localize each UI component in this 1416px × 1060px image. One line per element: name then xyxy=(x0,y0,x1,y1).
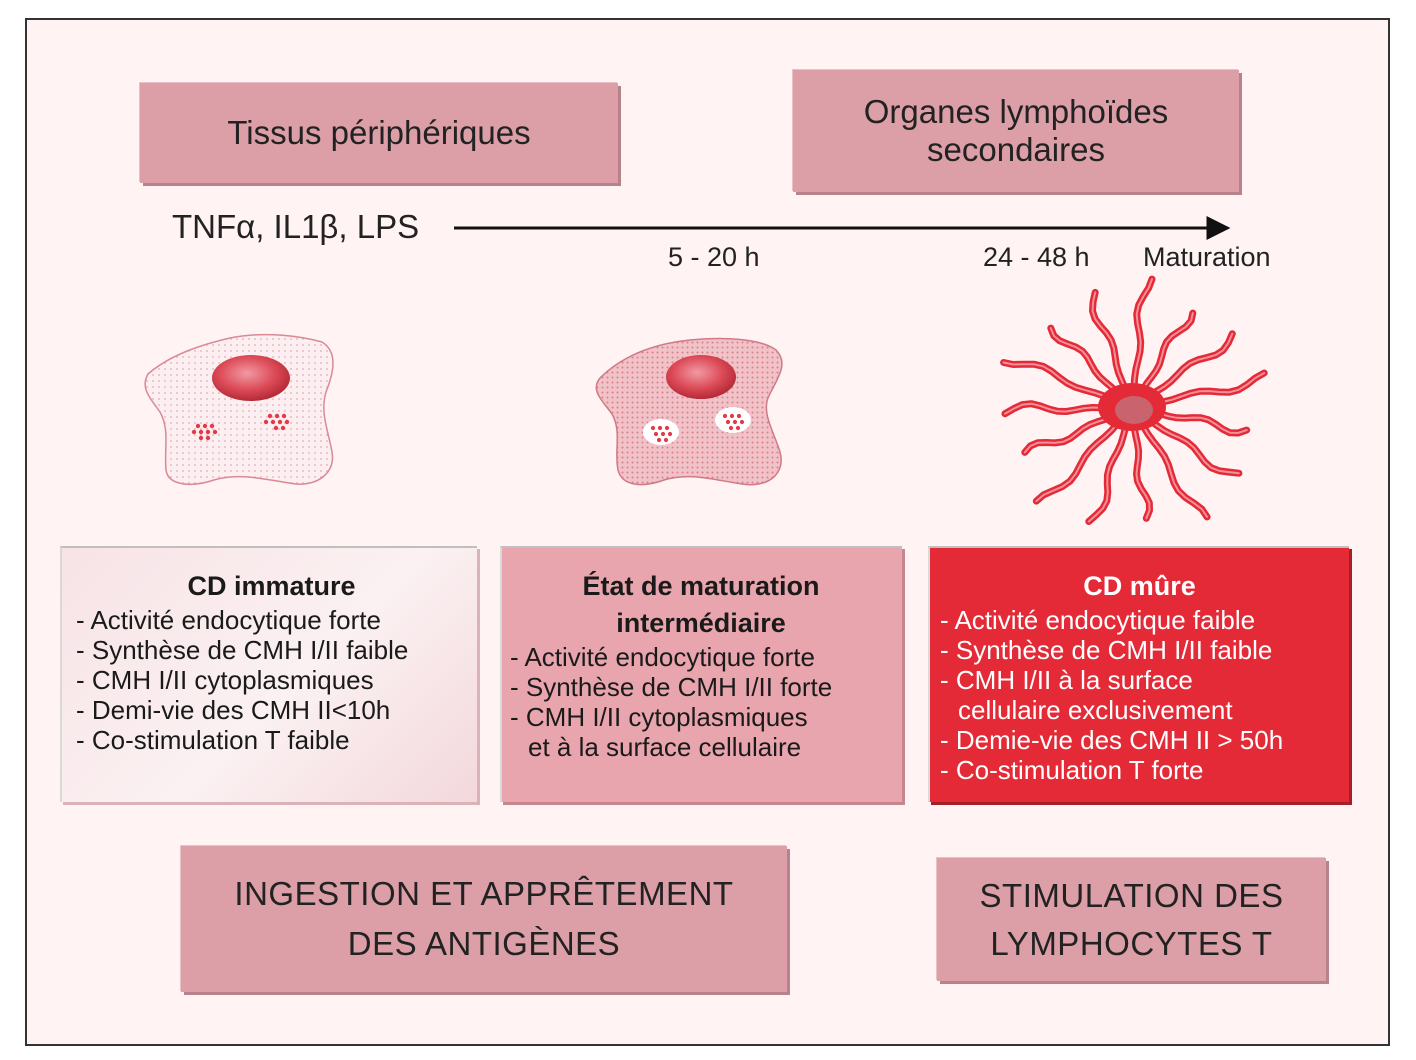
mature-dendritic-cell xyxy=(1000,275,1268,525)
dendrite-highlight xyxy=(1087,426,1127,523)
secondary-lymphoid-organs-box: Organes lymphoïdes secondaires xyxy=(793,70,1239,192)
dendrite-highlight xyxy=(1148,419,1240,475)
mature-item: cellulaire exclusivement xyxy=(958,695,1233,725)
intermediate-item: et à la surface cellulaire xyxy=(528,732,802,762)
peripheral-tissues-box: Tissus périphériques xyxy=(140,83,618,183)
ingestion-label-line1: INGESTION ET APPRÊTEMENT xyxy=(234,875,734,913)
dendrite-highlight xyxy=(1142,425,1209,518)
dendrite-highlight xyxy=(1133,427,1151,520)
intermediate-item: - Synthèse de CMH I/II forte xyxy=(510,672,833,702)
intermediate-dendritic-cell xyxy=(595,337,783,486)
intermediate-dc-title-line1: État de maturation xyxy=(582,571,820,601)
mature-item: - Demie-vie des CMH II > 50h xyxy=(940,725,1284,755)
intermediate-dc-panel: État de maturation intermédiaire - Activ… xyxy=(500,546,902,802)
dendrite-highlight xyxy=(1148,332,1234,397)
dendrite-highlight xyxy=(1002,361,1113,401)
time-label-24-48h: 24 - 48 h xyxy=(983,242,1090,272)
immature-dendritic-cell xyxy=(144,333,334,486)
intermediate-item: - Activité endocytique forte xyxy=(510,642,815,672)
antigen-ingestion-box: INGESTION ET APPRÊTEMENT DES ANTIGÈNES xyxy=(181,846,787,992)
immature-item: - Synthèse de CMH I/II faible xyxy=(76,635,409,665)
immature-dc-title: CD immature xyxy=(187,571,356,601)
t-cell-stimulation-box: STIMULATION DES LYMPHOCYTES T xyxy=(937,858,1326,981)
peripheral-tissues-label: Tissus périphériques xyxy=(227,114,531,152)
mature-dc-title: CD mûre xyxy=(1083,571,1196,601)
lymphoid-organs-label-line2: secondaires xyxy=(927,131,1105,168)
stimulation-label-line1: STIMULATION DES xyxy=(979,876,1284,914)
lymphoid-organs-label-line1: Organes lymphoïdes xyxy=(863,93,1169,131)
immature-item: - CMH I/II cytoplasmiques xyxy=(76,665,374,695)
immature-item: - Co-stimulation T faible xyxy=(76,725,350,755)
maturation-stimuli-label: TNFα, IL1β, LPS xyxy=(172,208,420,245)
ingestion-label-line2: DES ANTIGÈNES xyxy=(347,925,621,962)
stimulation-label-line2: LYMPHOCYTES T xyxy=(990,924,1273,962)
dendrite-highlight xyxy=(1049,327,1119,394)
dendrite-highlight xyxy=(1133,278,1153,389)
maturation-label: Maturation xyxy=(1143,242,1271,272)
intermediate-item: - CMH I/II cytoplasmiques xyxy=(510,702,808,732)
time-label-5-20h: 5 - 20 h xyxy=(668,242,760,272)
mature-item: - Co-stimulation T forte xyxy=(940,755,1204,785)
dendrite-highlight xyxy=(1141,312,1194,391)
dendrite-highlight xyxy=(1152,372,1266,405)
intermediate-dc-title-line2: intermédiaire xyxy=(616,608,786,638)
dendrite-highlight xyxy=(1152,411,1248,435)
immature-item: - Demi-vie des CMH II<10h xyxy=(76,695,391,725)
dendrite-highlight xyxy=(1004,402,1111,415)
mature-dc-panel: CD mûre - Activité endocytique faible - … xyxy=(928,546,1349,802)
dendrite-highlight xyxy=(1035,422,1119,503)
dendrite-highlight xyxy=(1091,291,1126,390)
immature-dc-panel: CD immature - Activité endocytique forte… xyxy=(60,546,477,802)
mature-item: - Activité endocytique faible xyxy=(940,605,1256,635)
mature-item: - Synthèse de CMH I/II faible xyxy=(940,635,1273,665)
immature-item: - Activité endocytique forte xyxy=(76,605,381,635)
mature-item: - CMH I/II à la surface xyxy=(940,665,1193,695)
dendrite-highlight xyxy=(1023,415,1113,454)
